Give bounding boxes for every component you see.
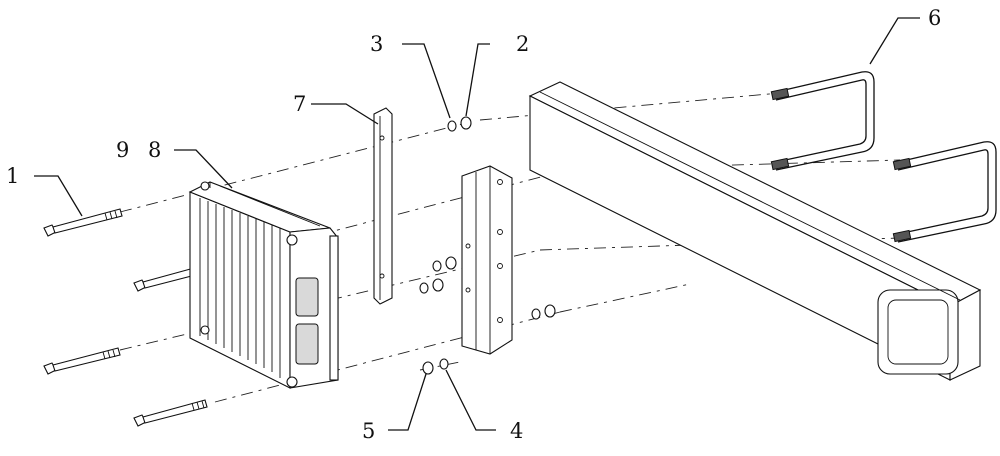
callout-2: 2 (516, 32, 529, 56)
callout-labels: 1 2 3 4 5 6 7 8 9 (6, 6, 941, 443)
flat-plate (373, 107, 393, 305)
callout-8: 8 (148, 138, 161, 162)
callout-7: 7 (293, 92, 306, 116)
u-bolt-group (770, 71, 997, 243)
callout-4: 4 (510, 419, 523, 443)
callout-6: 6 (928, 6, 941, 30)
controller-module (188, 181, 339, 389)
callout-5: 5 (362, 419, 375, 443)
callout-3: 3 (370, 32, 383, 56)
callout-9: 9 (116, 138, 129, 162)
leader-lines (34, 17, 920, 431)
long-bolt (43, 347, 121, 375)
long-bolt-group (43, 208, 208, 427)
u-bolt (770, 71, 875, 171)
square-tube-beam (528, 81, 982, 381)
long-bolt (133, 399, 208, 427)
u-bolt (892, 141, 997, 243)
angle-bracket (461, 165, 513, 355)
long-bolt (43, 208, 123, 237)
cooling-fins (199, 198, 281, 378)
callout-1: 1 (6, 164, 19, 188)
connector (295, 277, 319, 365)
